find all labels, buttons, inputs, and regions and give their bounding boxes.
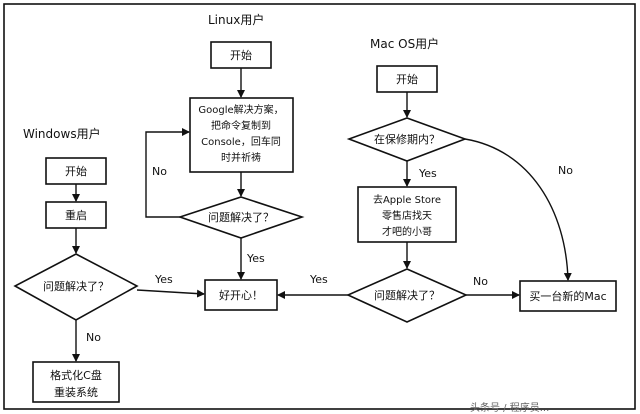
- mac-warranty-no-label: No: [558, 164, 573, 177]
- header-windows: Windows用户: [23, 126, 101, 141]
- linux-google-line1: Google解决方案，: [198, 103, 283, 116]
- mac-buynew-text: 买一台新的Mac: [529, 289, 606, 303]
- windows-start-text: 开始: [65, 164, 87, 178]
- mac-start-box: [376, 65, 438, 93]
- edge-mac-warranty-no: [464, 138, 572, 281]
- mac-applestore-line2: 零售店找天: [382, 209, 432, 222]
- linux-yes-label: Yes: [246, 252, 265, 265]
- mac-applestore-line3: 才吧的小哥: [382, 225, 432, 238]
- windows-format-line1: 格式化C盘: [50, 368, 102, 382]
- happy-text: 好开心！: [219, 288, 263, 302]
- mac-solved-diamond: [346, 268, 468, 323]
- mac-warranty-text: 在保修期内？: [374, 132, 440, 146]
- mac-applestore-line1: 去Apple Store: [373, 194, 441, 206]
- watermark-text: 头条号 / 程序员...: [470, 401, 549, 414]
- mac-applestore-box: [357, 186, 457, 243]
- windows-restart-text: 重启: [65, 208, 87, 222]
- linux-google-line2: 把命令复制到: [211, 119, 271, 132]
- header-linux: Linux用户: [208, 12, 264, 27]
- mac-yes-label: Yes: [309, 273, 328, 286]
- windows-format-box: [32, 361, 120, 403]
- linux-start-text: 开始: [230, 48, 252, 62]
- windows-solved-text: 问题解决了？: [43, 279, 109, 293]
- windows-yes-label: Yes: [154, 273, 173, 286]
- edge-linux-no-loop: [145, 128, 190, 218]
- windows-restart-box: [45, 201, 107, 229]
- linux-no-label: No: [152, 165, 167, 178]
- mac-warranty-yes-label: Yes: [418, 167, 437, 180]
- linux-google-line3: Console，回车同: [201, 135, 281, 148]
- mac-start-text: 开始: [396, 72, 418, 86]
- frame-border: [3, 3, 636, 410]
- windows-no-label: No: [86, 331, 101, 344]
- happy-box: [204, 279, 278, 311]
- mac-buynew-box: [519, 280, 617, 312]
- windows-format-line2: 重装系统: [54, 385, 98, 399]
- linux-google-box: [189, 97, 294, 173]
- mac-solved-text: 问题解决了？: [374, 288, 440, 302]
- edge-windows-yes-happy: [136, 289, 205, 298]
- linux-google-line4: 时并祈祷: [221, 151, 261, 164]
- mac-no-label: No: [473, 275, 488, 288]
- linux-solved-text: 问题解决了？: [208, 210, 274, 224]
- header-mac: Mac OS用户: [370, 36, 439, 51]
